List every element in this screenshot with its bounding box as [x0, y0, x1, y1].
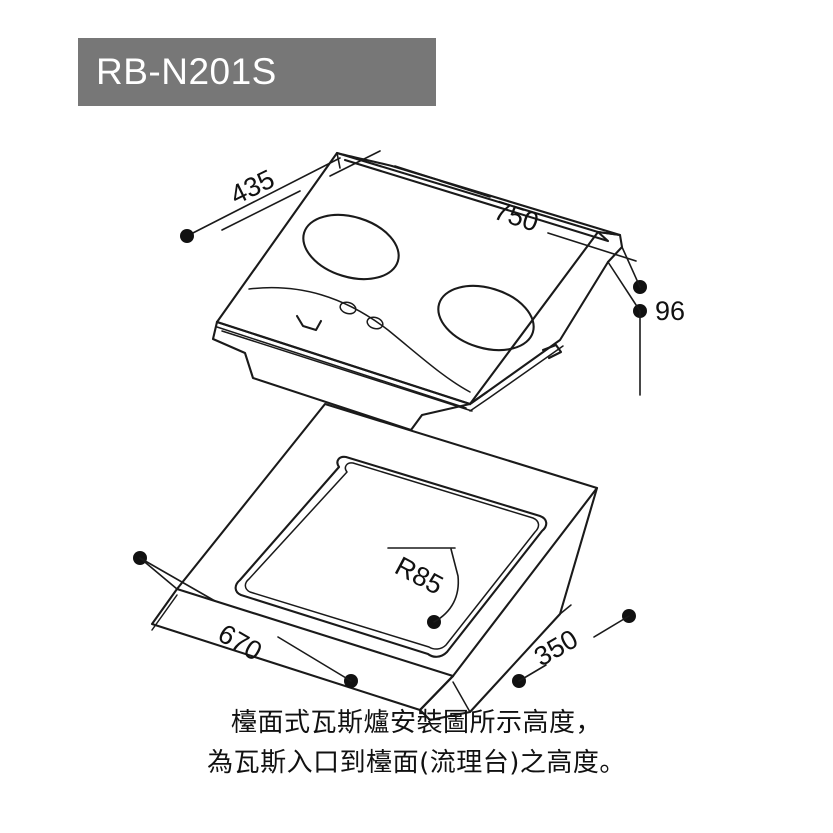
dimension-750: 750 [394, 165, 637, 262]
dimension-label-670: 670 [213, 618, 267, 667]
caption-line-1: 檯面式瓦斯爐安裝圖所示高度， [230, 708, 602, 738]
dimension-435: 435 [180, 150, 381, 243]
dimension-label-435: 435 [225, 164, 279, 211]
dimension-label-r85: R85 [390, 551, 448, 601]
cooktop-body [211, 151, 624, 432]
model-title-bar: RB-N201S [78, 38, 436, 106]
dimension-r85: R85 [387, 547, 460, 629]
dimension-label-750: 750 [490, 195, 542, 237]
dimension-label-96: 96 [655, 296, 685, 326]
countertop-body [150, 402, 599, 722]
dimension-350: 350 [512, 609, 636, 688]
caption-block: 檯面式瓦斯爐安裝圖所示高度， 為瓦斯入口到檯面(流理台)之高度。 [0, 703, 833, 783]
dimension-96: 96 [607, 246, 685, 396]
caption-line-2: 為瓦斯入口到檯面(流理台)之高度。 [207, 748, 626, 778]
dimension-label-350: 350 [529, 624, 583, 673]
dimension-670: 670 [133, 551, 358, 688]
page-title: RB-N201S [96, 51, 277, 92]
